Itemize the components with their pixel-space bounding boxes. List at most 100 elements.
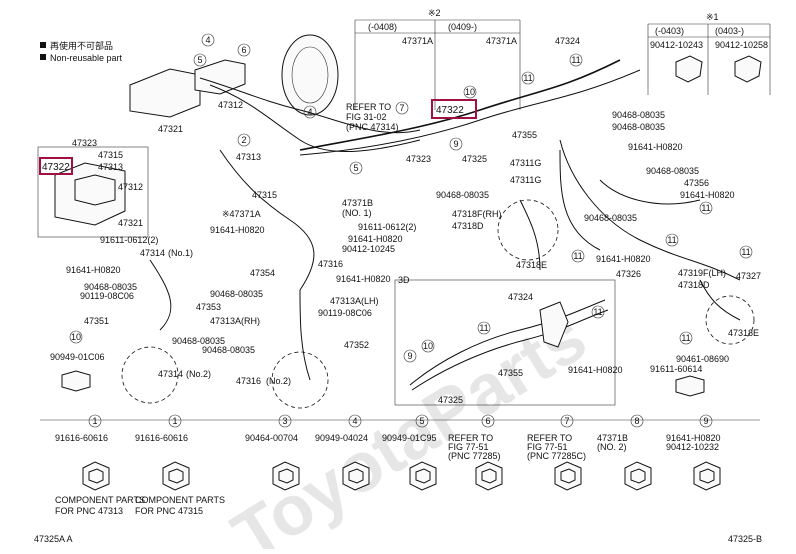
- label-47322-highlighted: 47322: [436, 105, 464, 116]
- label-47314-no2: 47314: [158, 369, 183, 379]
- label-47355-inset: 47355: [498, 368, 523, 378]
- label-90412-10258: 90412-10258: [715, 40, 768, 50]
- parts-row-part-drawing: [82, 461, 110, 491]
- parts-row-callout-circle: [630, 414, 644, 428]
- label-47371A-2: 47371A: [486, 36, 517, 46]
- label-47371A-1: 47371A: [402, 36, 433, 46]
- variant-col-4: (0403-): [715, 26, 744, 36]
- label-47371A-star: ※47371A: [222, 209, 261, 219]
- parts-row-part-number: 90464-00704: [245, 433, 298, 443]
- callout-6: 6: [241, 45, 246, 55]
- label-91641-H0820-d: 91641-H0820: [66, 265, 121, 275]
- label-47351: 47351: [84, 316, 109, 326]
- callout-9b: 9: [407, 351, 412, 361]
- label-47315-inset: 47315: [98, 150, 123, 160]
- parts-row-part-number: 90949-01C95: [382, 433, 437, 443]
- parts-row-number: 4: [352, 416, 357, 426]
- callout-2: 2: [241, 135, 246, 145]
- label-refer-to: REFER TO: [346, 102, 391, 112]
- label-90461-08690: 90461-08690: [676, 354, 729, 364]
- label-47319F-LH: 47319F(LH): [678, 268, 726, 278]
- parts-row-part-drawing: [693, 461, 721, 491]
- label-91641-H0820-h: 91641-H0820: [568, 365, 623, 375]
- brake-discs: [121, 199, 755, 409]
- variant-mark-1: ※1: [706, 12, 719, 22]
- label-47314-no1: 47314: [140, 248, 165, 258]
- callout-11i: 11: [593, 307, 602, 317]
- label-3D: 3D: [398, 275, 410, 285]
- label-91641-H0820-a: 91641-H0820: [628, 142, 683, 152]
- parts-row-number: 1: [172, 416, 177, 426]
- parts-row-note-1: COMPONENT PARTS: [135, 495, 225, 505]
- label-47312: 47312: [218, 100, 243, 110]
- label-91641-H0820-g: 91641-H0820: [596, 254, 651, 264]
- callout-10b: 10: [71, 332, 81, 342]
- label-90468-08035-a: 90468-08035: [612, 110, 665, 120]
- label-90119-08C06-b: 90119-08C06: [318, 308, 372, 318]
- variant-col-2: (0409-): [448, 22, 477, 32]
- parts-row-number: 6: [485, 416, 490, 426]
- label-47353: 47353: [196, 302, 221, 312]
- label-90412-10243: 90412-10243: [650, 40, 703, 50]
- parts-row-callout-circle: [278, 414, 292, 428]
- parts-row-part-drawing: [272, 461, 300, 491]
- label-90119-08C06: 90119-08C06: [80, 291, 134, 301]
- parts-row-part-number: 90949-04024: [315, 433, 368, 443]
- label-47316-b: 47316: [236, 376, 261, 386]
- label-47325-inset: 47325: [438, 395, 463, 405]
- label-47356: 47356: [684, 178, 709, 188]
- label-90468-08035-c: 90468-08035: [646, 166, 699, 176]
- parts-row-part-drawing: [624, 461, 652, 491]
- label-90468-08035-b: 90468-08035: [612, 122, 665, 132]
- legend-line-1: 再使用不可部品: [50, 40, 113, 51]
- parts-row-callout-circle: [481, 414, 495, 428]
- label-47313A-RH: 47313A(RH): [210, 316, 260, 326]
- parts-row-number: 8: [634, 416, 639, 426]
- parts-row-part-drawing: [162, 461, 190, 491]
- label-refer-fig: FIG 31-02: [346, 112, 387, 122]
- callout-10: 10: [465, 87, 475, 97]
- parts-row-note-1: 90412-10232: [666, 442, 719, 452]
- inset-3d: 3D 47324 47355 47325 91641-H0820: [394, 275, 623, 406]
- label-47322-highlighted-left: 47322: [42, 162, 70, 173]
- parts-row-callout-circle: [560, 414, 574, 428]
- label-91641-H0820-c: 91641-H0820: [210, 225, 265, 235]
- label-47318E-b: 47318E: [728, 328, 759, 338]
- label-47318D-b: 47318D: [678, 280, 710, 290]
- parts-row-note-1: FIG 77-51: [527, 442, 568, 452]
- parts-row-number: 7: [564, 416, 569, 426]
- actuator-inset: 47323 47315 47313 47312 47321 47322: [37, 138, 149, 238]
- variant-group-2: ※2 (-0408) (0409-): [354, 8, 521, 110]
- callout-7: 7: [399, 103, 404, 113]
- label-90468-08035-i: 90468-08035: [584, 213, 637, 223]
- parts-row-part-number: 91616-60616: [55, 433, 108, 443]
- label-47355: 47355: [512, 130, 537, 140]
- callout-11g: 11: [681, 333, 690, 343]
- callout-11b: 11: [571, 55, 580, 65]
- label-47324-top: 47324: [555, 36, 580, 46]
- label-90412-10245: 90412-10245: [342, 244, 395, 254]
- label-90468-08035-h: 90468-08035: [210, 289, 263, 299]
- label-90468-08035-e: 90468-08035: [84, 282, 137, 292]
- callout-4: 4: [205, 35, 210, 45]
- callout-11e: 11: [701, 203, 710, 213]
- label-47327: 47327: [736, 271, 761, 281]
- label-90468-08035-g: 90468-08035: [202, 345, 255, 355]
- label-47312-inset: 47312: [118, 182, 143, 192]
- parts-row-number: 1: [92, 416, 97, 426]
- callout-11c: 11: [573, 251, 582, 261]
- label-47321-inset: 47321: [118, 218, 143, 228]
- label-47323-inset: 47323: [72, 138, 97, 148]
- non-reusable-symbol-icon: [40, 42, 46, 48]
- label-91641-H0820-b: 91641-H0820: [680, 190, 735, 200]
- variant-mark-2: ※2: [428, 8, 441, 18]
- callout-11d: 11: [667, 235, 676, 245]
- parts-row-note-1: FIG 77-51: [448, 442, 489, 452]
- parts-row-note-1: (NO. 2): [597, 442, 627, 452]
- label-47316-a: 47316: [318, 259, 343, 269]
